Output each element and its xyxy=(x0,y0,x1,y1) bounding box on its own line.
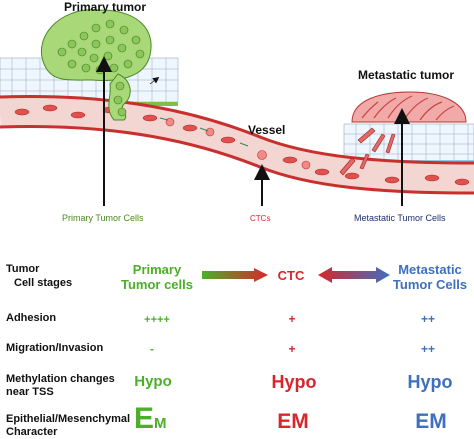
migration-metastatic-value: ++ xyxy=(420,342,435,356)
table-header-label: Tumor Cell stages xyxy=(6,262,72,290)
adhesion-primary-value: ++++ xyxy=(144,314,170,326)
row-label-em-line2: Character xyxy=(6,426,58,438)
em-ctc-value: EM xyxy=(277,410,309,433)
header-label-line1: Tumor xyxy=(6,263,40,275)
migration-ctc-value: + xyxy=(288,342,296,356)
column-header-primary-line1: Primary xyxy=(132,262,182,277)
header-label-line2: Cell stages xyxy=(14,277,73,289)
row-label-methylation: Methylation changes near TSS xyxy=(6,373,115,399)
row-label-adhesion: Adhesion xyxy=(6,312,57,324)
row-label-em-line1: Epithelial/Mesenchymal xyxy=(6,413,131,425)
column-header-metastatic-line1: Metastatic xyxy=(398,262,462,277)
row-label-epithelial-mesenchymal: Epithelial/Mesenchymal Character xyxy=(6,413,130,439)
column-header-metastatic: Metastatic Tumor Cells xyxy=(386,262,474,292)
primary-cells-label: Primary Tumor Cells xyxy=(62,213,144,223)
em-primary-value: EM xyxy=(134,402,194,436)
column-header-primary: Primary Tumor cells xyxy=(112,262,202,292)
row-label-migration: Migration/Invasion xyxy=(6,342,104,354)
metastasis-illustration: Primary tumor Metastatic tumor Vessel Pr… xyxy=(0,0,474,223)
methylation-metastatic-value: Hypo xyxy=(407,372,453,392)
primary-tumor xyxy=(40,9,160,121)
metastatic-cells-label: Metastatic Tumor Cells xyxy=(354,213,446,223)
column-header-ctc-line1: CTC xyxy=(277,268,305,283)
gradient-arrow-primary-to-ctc xyxy=(202,268,268,282)
methylation-ctc-value: Hypo xyxy=(271,372,317,392)
row-label-methylation-line2: near TSS xyxy=(6,386,54,398)
methylation-primary-value: Hypo xyxy=(134,373,172,390)
metastatic-tumor xyxy=(339,91,467,176)
gradient-arrow-ctc-to-metastatic xyxy=(318,267,390,283)
vessel-label: Vessel xyxy=(248,123,285,137)
primary-tumor-title: Primary tumor xyxy=(64,0,146,14)
column-header-primary-line2: Tumor cells xyxy=(120,277,193,292)
ctc-label: CTCs xyxy=(250,214,270,223)
em-primary-main: E xyxy=(134,402,155,435)
column-header-ctc: CTC xyxy=(268,268,314,283)
label-pointer-arrows xyxy=(96,56,410,206)
row-label-methylation-line1: Methylation changes xyxy=(6,373,115,385)
adhesion-ctc-value: + xyxy=(288,312,296,326)
adhesion-metastatic-value: ++ xyxy=(420,312,435,326)
migration-primary-value: - xyxy=(150,342,154,356)
column-header-metastatic-line2: Tumor Cells xyxy=(392,277,468,292)
em-primary-subscript: M xyxy=(154,415,167,432)
em-metastatic-value: EM xyxy=(415,410,447,433)
metastatic-tumor-title: Metastatic tumor xyxy=(358,68,454,82)
